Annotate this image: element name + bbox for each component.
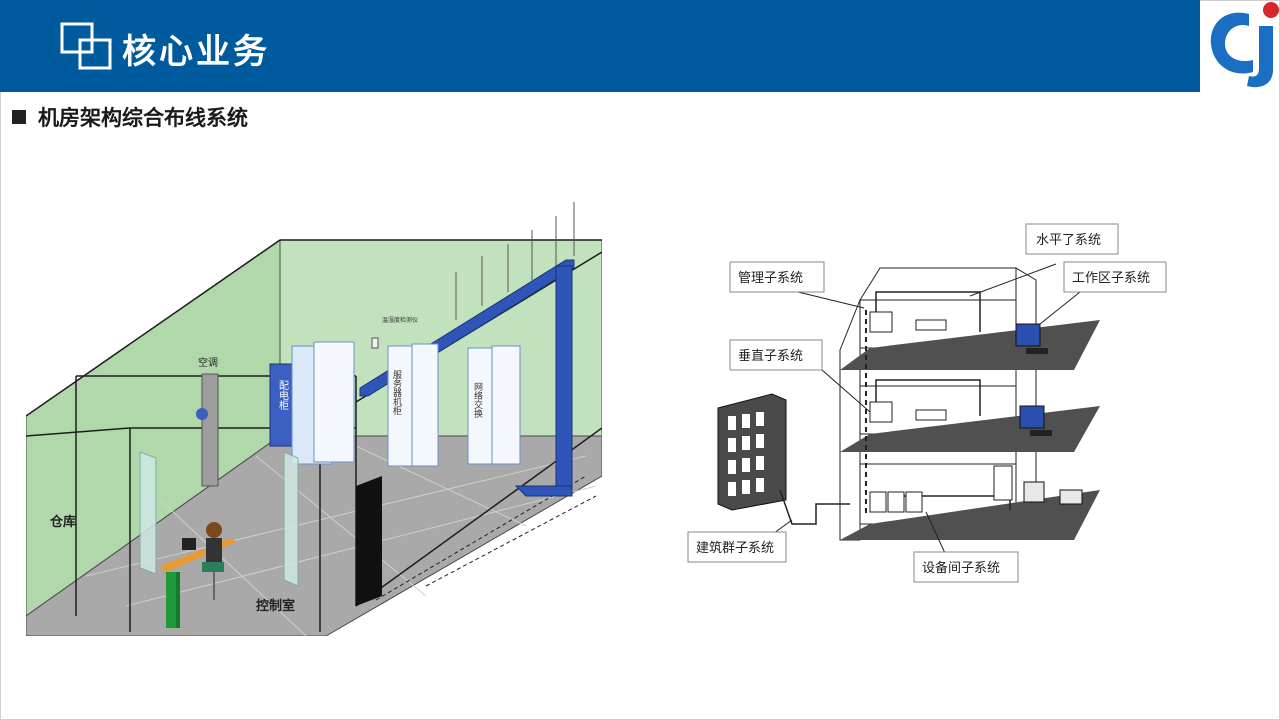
section-heading: 机房架构综合布线系统: [12, 102, 248, 132]
company-logo: [1210, 2, 1279, 88]
label-air-conditioner: 空调: [198, 356, 218, 369]
label-control-room: 控制室: [256, 598, 295, 614]
label-vertical-subsystem: 垂直子系统: [738, 349, 803, 364]
label-equipment-subsystem: 设备间子系统: [922, 560, 1000, 576]
label-sensor: 温湿度检测仪: [382, 316, 418, 324]
label-power-cabinet: 配电柜: [277, 380, 289, 411]
label-server-cabinet: 服务器机柜: [391, 370, 402, 416]
label-horizontal-subsystem: 水平了系统: [1036, 233, 1101, 248]
label-warehouse: 仓库: [49, 514, 76, 530]
label-work-area-subsystem: 工作区子系统: [1072, 271, 1150, 286]
machine-room-illustration: 配电柜 服务器机柜 网络交换 温湿度检测仪 空调 仓库 控制室: [26, 202, 602, 636]
cabling-subsystem-diagram: 水平了系统 管理子系统 工作区子系统 垂直子系统 建筑群子系统 设备间子系统: [687, 223, 1167, 583]
label-management-subsystem: 管理子系统: [738, 271, 803, 286]
header-squares-icon: [60, 22, 112, 70]
label-building-group-subsystem: 建筑群子系统: [696, 540, 774, 556]
header-bar: 核心业务: [0, 0, 1200, 92]
label-network-switch: 网络交换: [472, 382, 483, 419]
square-bullet-icon: [12, 110, 26, 124]
page-title: 核心业务: [122, 32, 270, 72]
section-title: 机房架构综合布线系统: [38, 106, 248, 130]
